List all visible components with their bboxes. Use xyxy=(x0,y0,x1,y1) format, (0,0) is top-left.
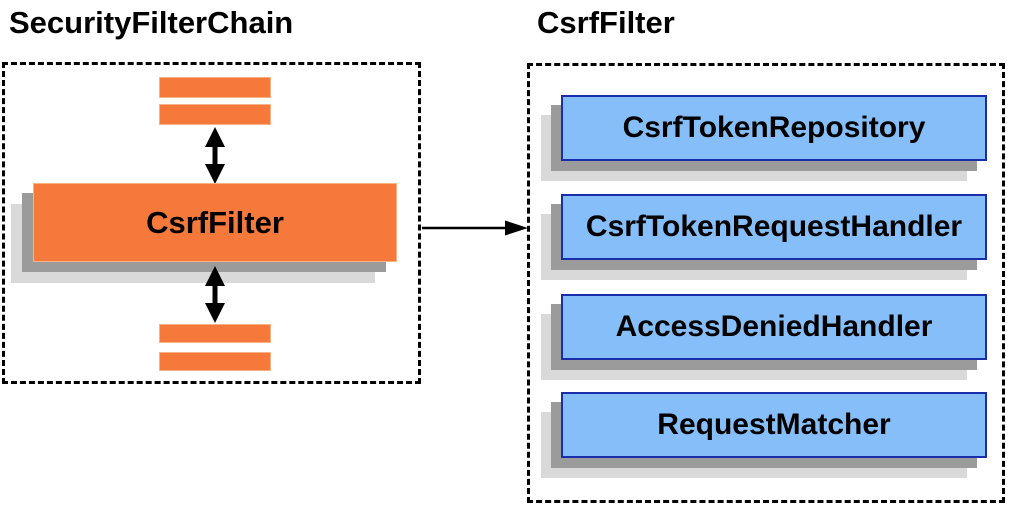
component-box-csrf-token-request-handler: CsrfTokenRequestHandler xyxy=(561,194,987,260)
component-box-access-denied-handler: AccessDeniedHandler xyxy=(561,294,987,360)
double-arrow-icon xyxy=(202,127,228,184)
filter-stack-bar xyxy=(159,104,271,125)
csrf-filter-box: CsrfFilter xyxy=(33,183,397,262)
security-filter-chain-container: CsrfFilter xyxy=(2,62,421,384)
component-label: AccessDeniedHandler xyxy=(615,310,933,343)
security-filter-chain-title: SecurityFilterChain xyxy=(9,5,294,40)
component-box-request-matcher: RequestMatcher xyxy=(561,392,987,458)
right-arrow-icon xyxy=(421,219,529,237)
double-arrow-icon xyxy=(202,266,228,323)
component-label: CsrfTokenRequestHandler xyxy=(585,210,963,243)
filter-stack-bar xyxy=(159,352,271,371)
component-box-csrf-token-repository: CsrfTokenRepository xyxy=(561,95,987,161)
component-label: RequestMatcher xyxy=(657,408,891,441)
csrf-filter-box-label: CsrfFilter xyxy=(146,204,284,240)
filter-stack-bar xyxy=(159,324,271,343)
component-label: CsrfTokenRepository xyxy=(622,111,926,144)
csrf-filter-container: CsrfTokenRepository CsrfTokenRequestHand… xyxy=(527,63,1005,503)
filter-stack-bar xyxy=(159,77,271,98)
csrf-filter-title: CsrfFilter xyxy=(537,5,675,40)
